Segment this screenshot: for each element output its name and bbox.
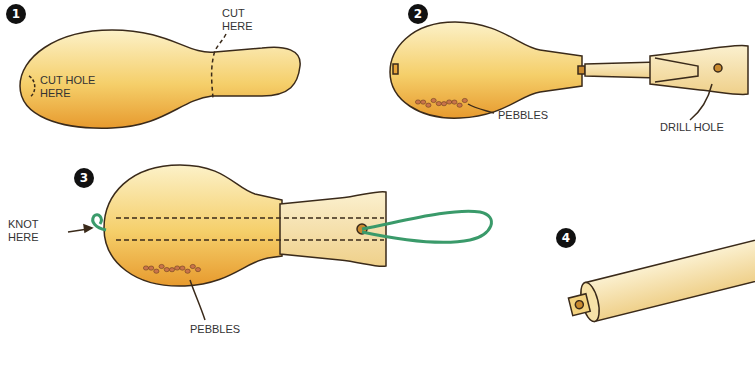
pebble [462, 98, 467, 102]
drill-hole [714, 64, 722, 72]
square-tab [568, 294, 590, 316]
gourd-body [104, 165, 282, 286]
part-label: PEBBLES [498, 109, 568, 122]
pebble [164, 268, 169, 272]
knot [93, 215, 106, 230]
arrowhead [84, 225, 92, 232]
leader-line [468, 104, 494, 113]
pebble [195, 268, 200, 272]
pebble [441, 102, 446, 106]
cord-loop [362, 211, 491, 242]
pebbles [143, 98, 467, 273]
pebble [436, 102, 441, 106]
pebble [452, 100, 457, 104]
pebble [426, 103, 431, 107]
pebble [431, 98, 436, 102]
leader-line [190, 280, 205, 320]
tab-hole [574, 300, 584, 310]
callout-number: 3 [74, 168, 94, 188]
callout-number: 4 [556, 228, 576, 248]
pebble [180, 266, 185, 270]
neck-inner-line [655, 58, 698, 82]
callout-number: 2 [408, 4, 428, 24]
hidden-stick [116, 239, 384, 241]
pebble [190, 264, 195, 268]
pebble [415, 100, 420, 104]
cut-hole [393, 64, 398, 74]
pebble [457, 103, 462, 107]
callout-number: 1 [6, 4, 26, 24]
part-label: PEBBLES [190, 323, 260, 336]
pebble [159, 264, 164, 268]
part-label: DRILL HOLE [660, 121, 750, 134]
leader-line [690, 84, 712, 120]
handle-stick [585, 62, 658, 78]
handle-neck [650, 45, 748, 94]
pebble [421, 100, 426, 104]
pebble [185, 269, 190, 273]
gourd-body [390, 22, 582, 118]
stick [585, 234, 755, 321]
handle-neck [280, 192, 386, 267]
whole-gourd [20, 30, 300, 128]
peg-tab [578, 66, 585, 74]
hidden-stick [116, 217, 384, 219]
cut-line [212, 34, 226, 98]
pebble [154, 269, 159, 273]
pebble [149, 266, 154, 270]
cut-hole-mark [29, 76, 35, 97]
part-label: KNOT HERE [8, 218, 66, 244]
pebble [447, 100, 452, 104]
pebble [143, 266, 148, 270]
cut-label: CUT HERE [222, 7, 262, 33]
pebble [175, 266, 180, 270]
cut-label: CUT HOLE HERE [40, 74, 102, 100]
pebble [169, 268, 174, 272]
